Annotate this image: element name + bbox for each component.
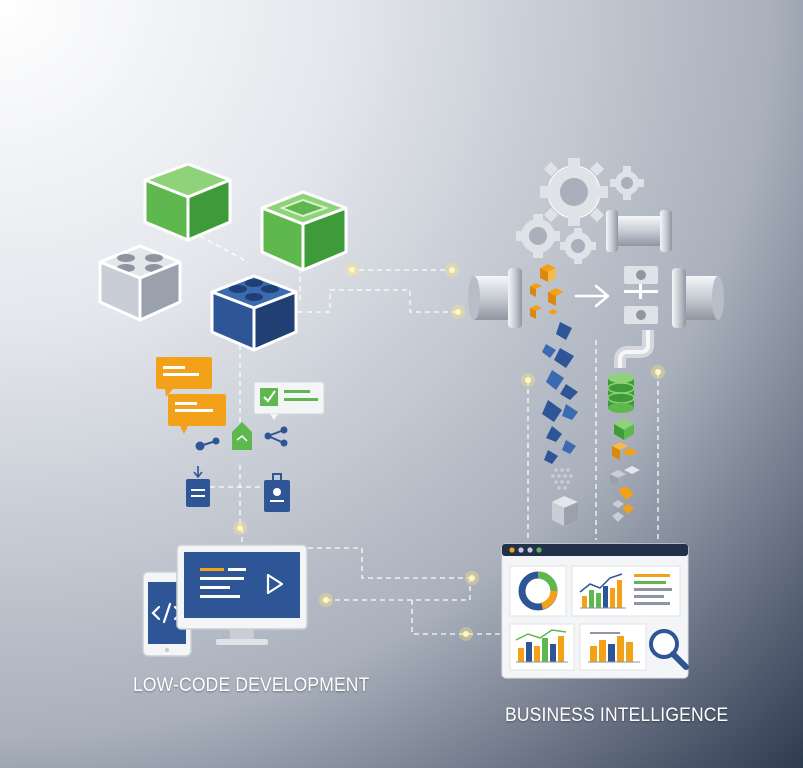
data-shards-blue xyxy=(542,322,578,464)
database-icon xyxy=(607,373,635,413)
bar-chart-icon xyxy=(579,573,626,609)
gear-icon xyxy=(516,214,560,258)
gear-icon xyxy=(560,228,596,264)
gear-icon xyxy=(540,158,608,226)
business-intelligence-label: BUSINESS INTELLIGENCE xyxy=(505,705,729,726)
chat-bubble-icon xyxy=(156,357,212,397)
badge-icon xyxy=(232,422,252,450)
bar-chart-icon xyxy=(588,632,640,663)
building-block-icon xyxy=(210,274,298,352)
play-icon xyxy=(266,573,284,595)
arrow-right-icon xyxy=(574,284,610,308)
building-block-icon xyxy=(98,244,182,322)
glow-dots xyxy=(233,263,665,641)
data-cubes-mixed xyxy=(610,418,640,522)
data-particles xyxy=(551,468,573,490)
magnifier-icon xyxy=(649,629,689,670)
pipe-icon xyxy=(606,210,672,252)
id-badge-icon xyxy=(264,473,290,512)
donut-chart-icon xyxy=(518,571,558,611)
bi-dashboard xyxy=(501,543,689,679)
pipe-icon xyxy=(468,268,522,328)
pipe-icon xyxy=(614,330,654,368)
building-block-icon xyxy=(260,190,348,272)
monitor-icon xyxy=(176,544,308,645)
gear-icon xyxy=(610,166,644,200)
building-block-icon xyxy=(143,162,232,242)
transform-module-icon xyxy=(624,266,658,324)
low-code-development-label: LOW-CODE DEVELOPMENT xyxy=(133,675,370,696)
bar-chart-icon xyxy=(515,629,568,663)
checklist-icon xyxy=(253,381,325,420)
output-cube-icon xyxy=(552,496,578,526)
legend-lines xyxy=(634,574,672,605)
connector-node-icon xyxy=(195,426,288,451)
pipe-icon xyxy=(672,268,724,328)
data-cubes-orange xyxy=(530,264,564,319)
form-icon xyxy=(186,466,210,507)
chat-bubble-icon xyxy=(168,394,226,434)
